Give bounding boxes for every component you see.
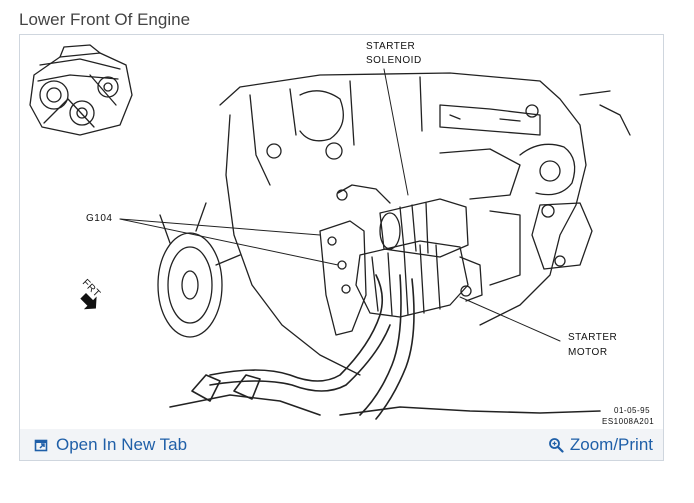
date-code-label: 01-05-95: [614, 406, 650, 415]
magnifier-icon: [548, 438, 564, 453]
engine-thumbnail: [28, 44, 138, 139]
engine-diagram: STARTER SOLENOID G104 FRT STARTER MOTOR …: [28, 41, 654, 426]
open-in-new-tab-link[interactable]: Open In New Tab: [34, 435, 187, 455]
diagram-frame: STARTER SOLENOID G104 FRT STARTER MOTOR …: [19, 34, 664, 430]
open-in-new-tab-label: Open In New Tab: [56, 435, 188, 454]
page-title: Lower Front Of Engine: [19, 10, 191, 29]
figure-code-label: ES1008A201: [602, 417, 654, 426]
g104-label: G104: [86, 213, 112, 224]
ground-bracket: [319, 184, 391, 336]
front-arrow-icon: [80, 293, 97, 310]
open-in-new-tab-icon: [34, 439, 48, 452]
starter-assembly: [355, 198, 483, 318]
engine-block: [219, 72, 631, 376]
starter-motor-label-2: MOTOR: [568, 347, 608, 358]
starter-motor-label-1: STARTER: [568, 332, 617, 343]
zoom-print-label: Zoom/Print: [569, 435, 653, 454]
starter-solenoid-label-1: STARTER: [366, 41, 415, 52]
zoom-print-link[interactable]: Zoom/Print: [548, 435, 653, 455]
wiring-harness: [169, 274, 601, 420]
crank-pulley: [157, 202, 241, 338]
leader-lines: [119, 68, 561, 342]
starter-solenoid-label-2: SOLENOID: [366, 55, 422, 66]
image-footer: Open In New Tab Zoom/Print: [19, 429, 664, 461]
